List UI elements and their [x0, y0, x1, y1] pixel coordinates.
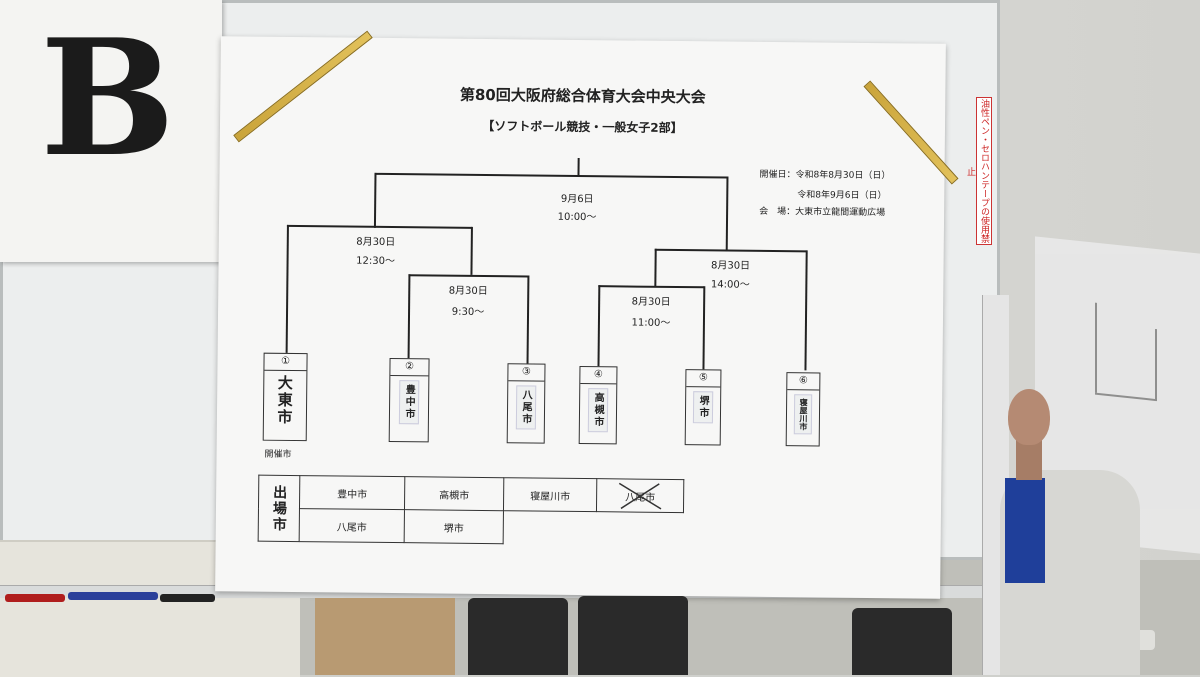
neck: [1016, 440, 1042, 480]
group-sign: B: [0, 0, 222, 262]
entrants-table: 出場市 豊中市 高槻市 寝屋川市 八尾市 八尾市 堺市: [258, 475, 685, 546]
team-name: 八尾市: [515, 385, 537, 430]
entrant-cell-crossed: 八尾市: [596, 478, 684, 513]
host-label: 開催市: [264, 449, 292, 460]
tournament-subtitle: 【ソフトボール競技・一般女子2部】: [482, 118, 683, 136]
warning-strip: 油性ペン・セロハンテープの使用禁止: [965, 97, 992, 245]
entrant-cell: 豊中市: [299, 475, 405, 510]
team-box-1: ① 大東市: [262, 352, 308, 442]
team-box-6: ⑥ 寝屋川市: [785, 372, 821, 447]
black-bag: [852, 608, 952, 675]
entrant-cell: 寝屋川市: [503, 477, 597, 512]
black-bag: [578, 596, 688, 675]
group-letter: B: [40, 4, 176, 192]
team-box-5: ⑤ 堺市: [684, 369, 722, 446]
tournament-title: 第80回大阪府総合体育大会中央大会: [459, 85, 706, 107]
markers: [0, 592, 220, 604]
semi-left-time: 12:30～: [356, 255, 396, 268]
team-name: 豊中市: [398, 380, 420, 425]
entrant-cell: 堺市: [404, 509, 504, 544]
team-name: 寝屋川市: [793, 394, 813, 435]
team-box-4: ④ 高槻市: [578, 365, 618, 445]
qf-right-time: 11:00～: [631, 317, 671, 329]
team-box-3: ③ 八尾市: [506, 363, 546, 444]
blue-shirt: [1005, 478, 1045, 583]
entrant-cell: 八尾市: [299, 508, 405, 543]
venue-line: 会 場：大東市立龍間運動広場: [759, 206, 886, 219]
date-line-1: 開催日：令和8年8月30日（日）: [759, 169, 891, 182]
entrant-cell: 高槻市: [404, 476, 504, 511]
qf-left-date: 8月30日: [448, 285, 488, 298]
semi-right-time: 14:00～: [710, 279, 750, 291]
head: [1008, 389, 1050, 445]
entrants-header: 出場市: [258, 475, 300, 542]
date-line-2: 令和8年9月6日（日）: [797, 190, 887, 202]
semi-left-date: 8月30日: [356, 236, 396, 249]
team-name: 高槻市: [587, 388, 609, 433]
tournament-bracket-sheet: 第80回大阪府総合体育大会中央大会 【ソフトボール競技・一般女子2部】 開催日：…: [215, 36, 946, 599]
qf-right-date: 8月30日: [631, 296, 671, 308]
team-box-2: ② 豊中市: [388, 358, 430, 443]
semi-right-date: 8月30日: [710, 260, 751, 272]
final-time: 10:00～: [557, 211, 597, 224]
black-bag: [468, 598, 568, 675]
cardboard-box: [315, 598, 455, 675]
cross-out-mark: [618, 482, 662, 510]
qf-left-time: 9:30～: [451, 306, 485, 318]
team-name: 堺市: [692, 391, 714, 424]
final-date: 9月6日: [560, 193, 594, 206]
team-name: 大東市: [275, 374, 294, 426]
